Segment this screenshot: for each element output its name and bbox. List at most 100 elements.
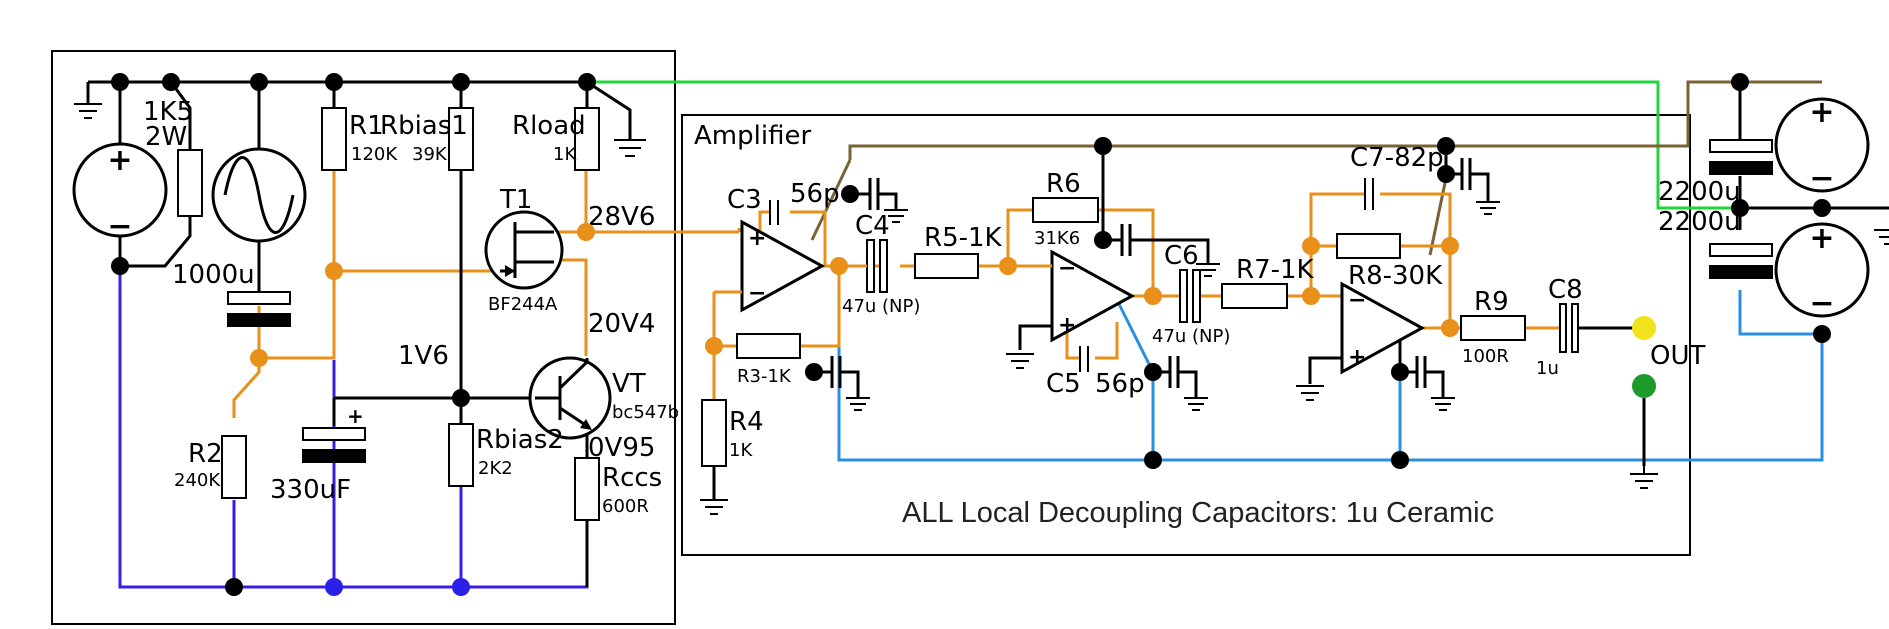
ground-symbol	[1630, 450, 1658, 489]
resistor-r7	[1221, 283, 1288, 309]
brown-wire	[810, 159, 852, 241]
resistor-r6	[1032, 197, 1099, 223]
orange-wire	[1380, 192, 1452, 328]
orange-wire	[1309, 192, 1365, 296]
svg-text:−: −	[1058, 256, 1076, 281]
c5-value: 56p	[1095, 369, 1145, 399]
wire	[169, 81, 192, 150]
dc-voltage-source: + −	[72, 142, 168, 244]
r5-label: R5-1K	[924, 223, 1003, 253]
junction-dots-blue	[325, 578, 470, 596]
svg-text:+: +	[1348, 345, 1366, 370]
r9-value: 100R	[1462, 346, 1509, 367]
brown-wire	[1428, 177, 1448, 256]
capacitor-c6	[1179, 269, 1201, 323]
orange-wire	[1095, 322, 1119, 360]
rccs-value: 600R	[602, 496, 649, 517]
decoupling-cap	[1400, 356, 1455, 411]
opamp-1: + −	[740, 219, 826, 313]
orange-wire	[554, 258, 588, 356]
svg-text:−: −	[1348, 288, 1366, 313]
rbias1-label: Rbias1	[380, 111, 468, 141]
capacitor-c5	[1079, 346, 1089, 372]
blue-wire	[1738, 290, 1822, 336]
decoupling-cap	[1446, 158, 1500, 215]
out-label: OUT	[1650, 341, 1705, 371]
output-terminal-ground[interactable]	[1632, 374, 1656, 398]
ground-symbol	[614, 139, 646, 157]
orange-wire	[232, 358, 261, 418]
capacitor-2200u-top	[1709, 139, 1773, 175]
c4-value: 47u (NP)	[842, 296, 920, 317]
capacitor-c8	[1559, 303, 1579, 353]
cap-330-label: 330uF	[270, 475, 351, 505]
svg-text:+: +	[1809, 95, 1834, 130]
orange-wire	[1065, 322, 1080, 360]
cap-bottom-label: 2200u	[1658, 207, 1741, 237]
r2-label: R2	[188, 439, 223, 469]
drain-voltage: 28V6	[588, 202, 655, 232]
wire	[1018, 324, 1052, 350]
decoupling-cap	[1153, 356, 1208, 411]
ground-symbol	[1006, 353, 1034, 369]
svg-text:+: +	[1809, 221, 1834, 256]
t1-part: BF244A	[488, 294, 558, 315]
c5-label: C5	[1046, 369, 1081, 399]
svg-text:−: −	[107, 209, 132, 244]
c4-label: C4	[855, 211, 890, 241]
brown-wire	[848, 80, 1822, 160]
wire	[586, 80, 632, 140]
resistor-r8	[1336, 233, 1401, 259]
capacitor-1000u	[227, 291, 291, 327]
resistor-rbias1	[448, 107, 474, 171]
rccs-label: Rccs	[602, 463, 662, 493]
c3-value: 56p	[790, 179, 840, 209]
resistor-rbias2	[448, 423, 474, 487]
orange-wire	[800, 266, 841, 348]
resistor-1k5	[177, 149, 203, 217]
r1-label: R1	[349, 111, 384, 141]
vt-label: VT	[612, 369, 646, 399]
svg-text:+: +	[107, 143, 132, 178]
orange-wire	[1098, 208, 1155, 296]
resistor-rload	[574, 107, 600, 171]
bjt-vt	[528, 356, 612, 440]
opamp-3: − +	[1340, 281, 1426, 375]
decoupling-note: ALL Local Decoupling Capacitors: 1u Cera…	[902, 497, 1494, 529]
c6-value: 47u (NP)	[1152, 326, 1230, 347]
r9-label: R9	[1474, 287, 1509, 317]
r2-value: 240K	[174, 470, 221, 491]
svg-text:−: −	[1809, 161, 1834, 196]
wire	[120, 216, 192, 268]
amplifier-box	[681, 114, 1691, 556]
r8-label: R8-30K	[1348, 261, 1443, 291]
ground-symbol	[1296, 385, 1324, 401]
output-terminal-signal[interactable]	[1632, 316, 1656, 340]
rload-value: 1K	[553, 144, 577, 165]
ground-symbol	[1874, 229, 1889, 245]
resistor-r3	[736, 333, 801, 359]
resistor-r5	[914, 253, 979, 279]
vt-part: bc547b	[612, 402, 679, 423]
r4-value: 1K	[729, 440, 753, 461]
resistor-r4	[701, 399, 727, 467]
resistor-rccs	[574, 457, 600, 521]
r4-label: R4	[729, 407, 764, 437]
ac-voltage-source	[211, 147, 307, 243]
resistor-r9	[1460, 315, 1526, 341]
decoupling-cap	[1103, 224, 1220, 277]
wire	[1308, 356, 1342, 384]
bleed-power-label: 2W	[145, 122, 187, 152]
reservoir-cap-label: 1000u	[172, 260, 255, 290]
junction-dots	[111, 73, 1831, 596]
t1-label: T1	[499, 185, 532, 215]
orange-wire	[790, 210, 827, 266]
ground-symbol	[74, 103, 102, 119]
svg-text:+: +	[748, 226, 766, 251]
blue-wire	[1115, 299, 1155, 373]
base-voltage: 1V6	[398, 341, 449, 371]
amplifier-title: Amplifier	[694, 121, 811, 151]
ground-symbol	[700, 466, 728, 515]
svg-text:−: −	[1809, 286, 1834, 321]
